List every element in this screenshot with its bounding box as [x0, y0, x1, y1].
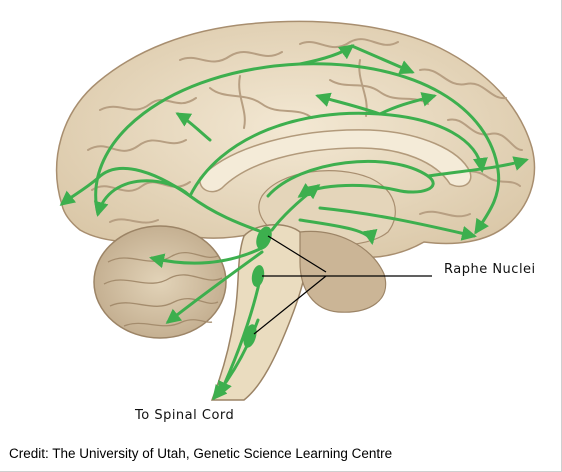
raphe-nuclei-label: Raphe Nuclei [444, 262, 536, 277]
to-spinal-cord-label: To Spinal Cord [135, 408, 234, 423]
credit-caption: Credit: The University of Utah, Genetic … [9, 446, 392, 461]
